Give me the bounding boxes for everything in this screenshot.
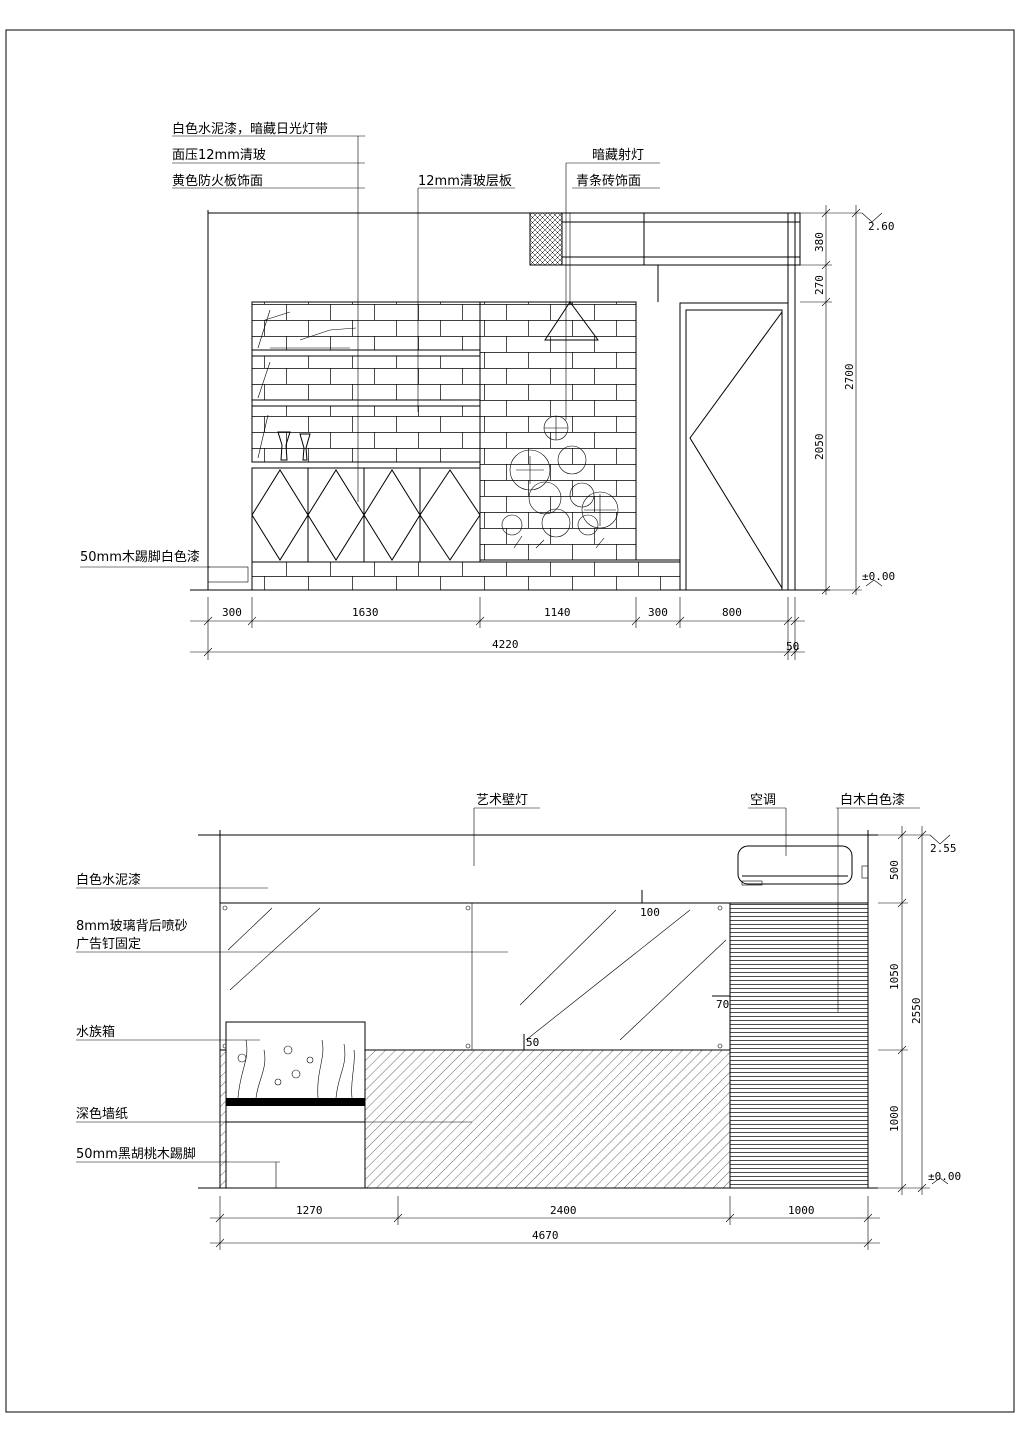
bottom-vertical-dimensions: 500 1050 2550 1000 <box>878 826 930 1195</box>
aquarium-plants-icon <box>237 1039 355 1099</box>
dim-2050: 2050 <box>813 434 826 461</box>
label-aquarium: 水族箱 <box>76 1024 115 1040</box>
white-wood-panel <box>729 902 869 1189</box>
dim-270: 270 <box>813 275 826 295</box>
dim-1630: 1630 <box>352 606 379 619</box>
label-glass-line2: 广告钉固定 <box>76 937 141 952</box>
vase-icon <box>299 433 311 461</box>
lower-cabinet <box>251 467 481 563</box>
label-walnut-skirting: 50mm黑胡桃木踢脚 <box>76 1146 196 1162</box>
label-brick-face: 青条砖饰面 <box>576 173 641 189</box>
dim-50: 50 <box>786 640 799 653</box>
skirting-brick-row <box>251 561 681 591</box>
label-hidden-spotlight: 暗藏射灯 <box>592 147 644 163</box>
label-white-wood-paint: 白木白色漆 <box>840 792 905 808</box>
bottom-horizontal-dimensions: 1270 2400 1000 4670 <box>210 1196 880 1250</box>
label-art-lamp: 艺术壁灯 <box>476 793 528 808</box>
brick-wall <box>479 301 637 561</box>
air-conditioner-icon <box>737 845 853 885</box>
decorative-flower-cluster-icon <box>501 415 619 549</box>
top-horizontal-dimensions: 300 1630 1140 300 800 4220 50 <box>190 597 805 660</box>
top-elevation: 白色水泥漆，暗藏日光灯带 面压12mm清玻 黄色防火板饰面 12mm清玻层板 暗… <box>80 121 895 660</box>
dim-4670: 4670 <box>532 1229 559 1242</box>
sheet-border <box>5 29 1015 1413</box>
dim-1000-v: 1000 <box>888 1106 901 1133</box>
dim-50-small: 50 <box>526 1036 539 1049</box>
dim-1270: 1270 <box>296 1204 323 1217</box>
label-dark-wallpaper: 深色墙纸 <box>76 1106 128 1122</box>
dim-2700: 2700 <box>843 364 856 391</box>
level-base-bottom: ±0.00 <box>928 1170 961 1183</box>
level-base-top: ±0.00 <box>862 570 895 583</box>
dim-380: 380 <box>813 232 826 252</box>
label-skirting: 50mm木踢脚白色漆 <box>80 549 200 565</box>
dim-800: 800 <box>722 606 742 619</box>
label-cement-paint: 白色水泥漆，暗藏日光灯带 <box>172 121 328 137</box>
bottom-elevation: 100 70 50 艺术壁灯 空调 白木白色漆 白色水泥漆 8mm玻璃背后喷砂 … <box>76 792 961 1250</box>
dim-2400: 2400 <box>550 1204 577 1217</box>
door <box>679 302 789 591</box>
dim-4220: 4220 <box>492 638 519 651</box>
dim-300-right: 300 <box>648 606 668 619</box>
label-clear-glass-face: 面压12mm清玻 <box>172 148 266 163</box>
dim-1140: 1140 <box>544 606 571 619</box>
dim-70-small: 70 <box>716 998 729 1011</box>
label-glass-line1: 8mm玻璃背后喷砂 <box>76 919 188 934</box>
dim-1050: 1050 <box>888 964 901 991</box>
dim-100-small: 100 <box>640 906 660 919</box>
dim-2550: 2550 <box>910 998 923 1025</box>
brick-soffit-block <box>529 212 563 266</box>
level-top-2-60: 2.60 <box>868 220 895 233</box>
dark-wallpaper <box>364 1049 731 1189</box>
shelf-wall-bricks <box>251 301 481 463</box>
spotlight-icon <box>544 301 599 341</box>
dim-500: 500 <box>888 860 901 880</box>
label-air-conditioner: 空调 <box>750 793 776 808</box>
label-glass-shelf: 12mm清玻层板 <box>418 174 512 189</box>
label-cement-paint-bottom: 白色水泥漆 <box>76 872 141 888</box>
vase-icon <box>277 431 291 461</box>
dim-300-left: 300 <box>222 606 242 619</box>
label-fireproof-board: 黄色防火板饰面 <box>172 173 263 189</box>
top-vertical-dimensions: 380 270 2700 2050 <box>800 205 862 595</box>
dim-1000-h: 1000 <box>788 1204 815 1217</box>
level-top-2-55: 2.55 <box>930 842 957 855</box>
